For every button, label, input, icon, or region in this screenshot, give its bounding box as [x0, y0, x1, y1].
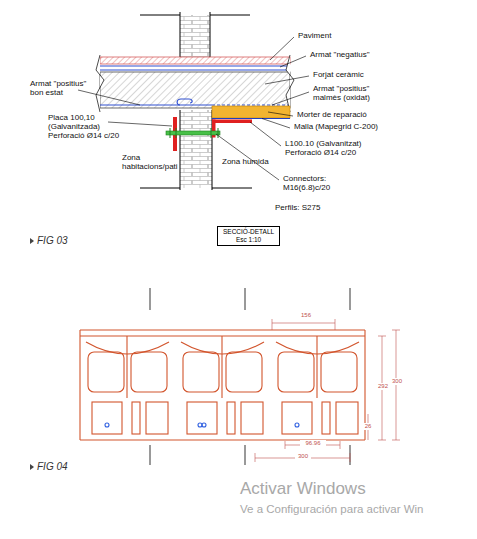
watermark: Ve a Configuración para activar Win: [240, 503, 472, 516]
callout-label: Zona habitacions/pati: [122, 153, 188, 171]
slab: [96, 55, 294, 112]
dimension: 300: [390, 378, 404, 385]
grid-lines: [150, 288, 350, 465]
ceramic-block: [80, 330, 365, 440]
title-box: SECCIÓ-DETALLEsc 1:10: [217, 226, 280, 246]
watermark: Activar Windows: [240, 479, 470, 499]
callout-label: Armat "positius" malmès (oxidat): [313, 84, 385, 102]
dimension: 96.96: [300, 440, 326, 447]
box-text: SECCIÓ-DETALL: [223, 228, 274, 236]
callout-label: FIG 03: [37, 235, 87, 247]
callout-label: FIG 04: [37, 461, 87, 473]
dimension: 26: [362, 423, 374, 430]
callout-label: Perfils: S275: [275, 203, 355, 212]
callout-label: L100.10 (Galvanitzat) Perforació Ø14 c/2…: [285, 139, 375, 157]
leader-lines: [78, 37, 309, 180]
dimension: 300: [295, 453, 311, 460]
dimension: 156: [296, 312, 316, 319]
callout-label: Armat "positius" bon estat: [30, 79, 100, 97]
callout-label: Placa 100,10 (Galvanitzada) Perforació Ø…: [48, 113, 128, 141]
callout-label: Zona humida: [222, 157, 282, 166]
callout-label: Morter de reparació: [297, 110, 407, 119]
callout-label: Armat "negatius": [310, 50, 400, 59]
box-text: Esc 1:10: [223, 236, 274, 244]
dimension-lines: [255, 319, 400, 462]
callout-label: Forjat ceràmic: [313, 70, 403, 79]
dimension: 292: [376, 383, 390, 390]
callout-label: Connectors: M16(6.8)c/20: [283, 174, 341, 192]
callout-label: Paviment: [298, 31, 378, 40]
fig-markers: [30, 238, 34, 470]
callout-label: Malla (Mapegrid C-200): [294, 122, 414, 131]
